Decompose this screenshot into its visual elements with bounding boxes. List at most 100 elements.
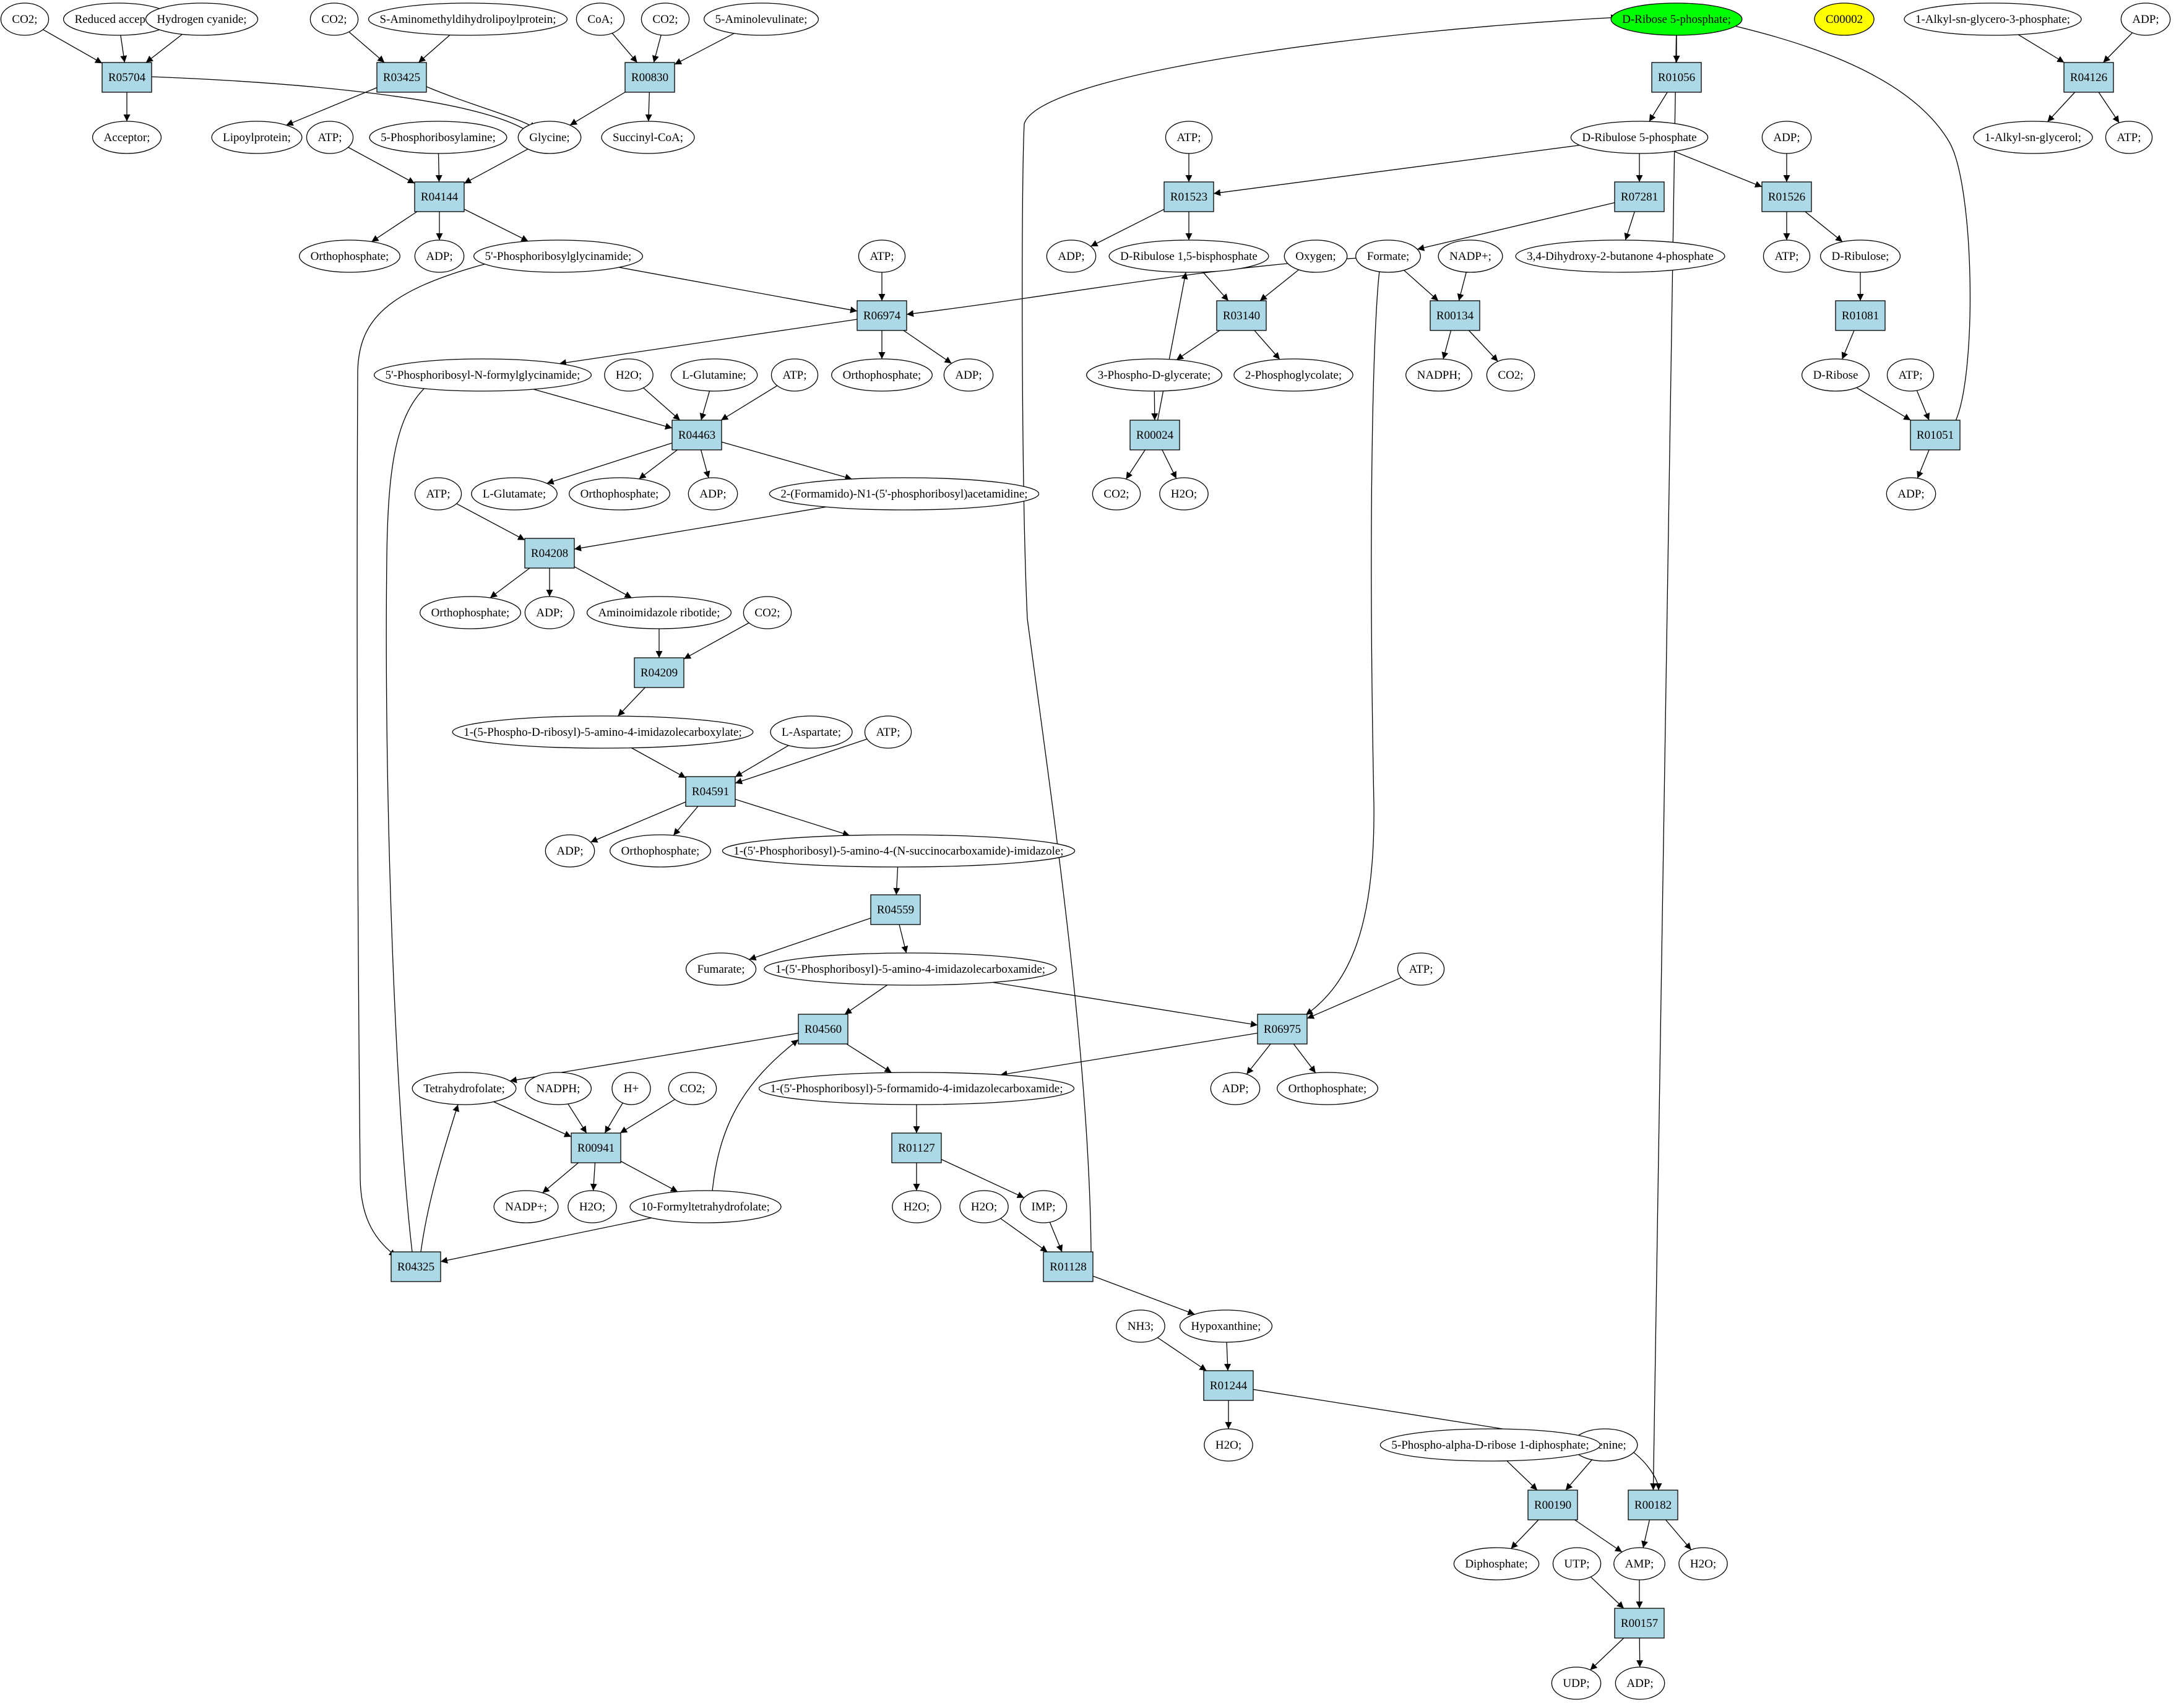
metabolite-ellipse[interactable]	[1551, 1666, 1602, 1700]
metabolite-ellipse[interactable]	[569, 477, 670, 511]
metabolite-node[interactable]: ATP;	[1397, 952, 1445, 986]
metabolite-ellipse[interactable]	[1092, 477, 1141, 511]
metabolite-node[interactable]: ADP;	[2120, 2, 2171, 36]
reaction-node[interactable]: R06974	[857, 300, 907, 331]
metabolite-node[interactable]: ADP;	[688, 477, 738, 511]
metabolite-node[interactable]: Tetrahydrofolate;	[412, 1072, 517, 1105]
metabolite-ellipse[interactable]	[414, 477, 462, 511]
metabolite-ellipse[interactable]	[412, 1072, 517, 1105]
metabolite-ellipse[interactable]	[306, 121, 354, 154]
reaction-node[interactable]: R00134	[1430, 300, 1480, 331]
reaction-node[interactable]: R04559	[870, 894, 921, 925]
metabolite-node[interactable]: ATP;	[306, 121, 354, 154]
metabolite-node[interactable]: NADP+;	[1438, 239, 1503, 273]
metabolite-node[interactable]: Orthophosphate;	[569, 477, 670, 511]
metabolite-ellipse[interactable]	[1277, 1072, 1378, 1105]
metabolite-ellipse[interactable]	[1570, 121, 1709, 154]
reaction-box[interactable]	[391, 1251, 441, 1282]
reaction-node[interactable]: R00830	[624, 62, 675, 93]
metabolite-ellipse[interactable]	[373, 358, 592, 392]
metabolite-ellipse[interactable]	[368, 2, 568, 36]
metabolite-ellipse[interactable]	[1761, 121, 1812, 154]
metabolite-ellipse[interactable]	[524, 1072, 592, 1105]
metabolite-ellipse[interactable]	[517, 121, 582, 154]
metabolite-ellipse[interactable]	[611, 1072, 651, 1105]
metabolite-node[interactable]: L-Glutamine;	[670, 358, 758, 392]
metabolite-node[interactable]: H2O;	[1678, 1547, 1728, 1580]
metabolite-node[interactable]: Orthophosphate;	[831, 358, 933, 392]
metabolite-node[interactable]: Fumarate;	[685, 952, 757, 986]
metabolite-node[interactable]: S-Aminomethyldihydrolipoylprotein;	[368, 2, 568, 36]
reaction-box[interactable]	[414, 181, 465, 212]
metabolite-ellipse[interactable]	[858, 239, 906, 273]
metabolite-node[interactable]: L-Aspartate;	[770, 715, 853, 749]
reaction-box[interactable]	[524, 538, 575, 569]
metabolite-node[interactable]: Formate;	[1355, 239, 1421, 273]
metabolite-node[interactable]: CoA;	[576, 2, 625, 36]
metabolite-ellipse[interactable]	[601, 121, 695, 154]
metabolite-node[interactable]: 1-Alkyl-sn-glycerol;	[1973, 121, 2093, 154]
reaction-box[interactable]	[1163, 181, 1214, 212]
reaction-box[interactable]	[1527, 1490, 1578, 1520]
metabolite-node[interactable]: UDP;	[1551, 1666, 1602, 1700]
metabolite-node[interactable]: 1-(5'-Phosphoribosyl)-5-amino-4-(N-succi…	[722, 834, 1076, 868]
reaction-node[interactable]: R04463	[671, 420, 722, 451]
metabolite-node[interactable]: 1-(5'-Phosphoribosyl)-5-amino-4-imidazol…	[764, 952, 1057, 986]
reaction-box[interactable]	[1043, 1251, 1094, 1282]
reaction-box[interactable]	[1835, 300, 1886, 331]
metabolite-node[interactable]: L-Glutamate;	[471, 477, 558, 511]
metabolite-node[interactable]: ADP;	[545, 834, 595, 868]
metabolite-node[interactable]: Glycine;	[517, 121, 582, 154]
reaction-box[interactable]	[1628, 1490, 1678, 1520]
metabolite-ellipse[interactable]	[1019, 1190, 1068, 1223]
metabolite-node[interactable]: Hydrogen cyanide;	[145, 2, 259, 36]
metabolite-node[interactable]: CO2;	[743, 596, 792, 629]
metabolite-ellipse[interactable]	[641, 2, 690, 36]
metabolite-ellipse[interactable]	[685, 952, 757, 986]
reaction-node[interactable]: R03425	[376, 62, 427, 93]
reaction-node[interactable]: R01051	[1910, 420, 1961, 451]
metabolite-node[interactable]: H2O;	[1159, 477, 1209, 511]
metabolite-node[interactable]: H2O;	[959, 1190, 1009, 1223]
metabolite-ellipse[interactable]	[770, 715, 853, 749]
metabolite-ellipse[interactable]	[1204, 1428, 1253, 1462]
metabolite-node[interactable]: ATP;	[770, 358, 819, 392]
reaction-box[interactable]	[571, 1132, 621, 1163]
reaction-node[interactable]: R01081	[1835, 300, 1886, 331]
metabolite-node[interactable]: ADP;	[1046, 239, 1097, 273]
metabolite-ellipse[interactable]	[1886, 477, 1936, 511]
metabolite-ellipse[interactable]	[1763, 239, 1811, 273]
reaction-box[interactable]	[634, 657, 684, 688]
metabolite-ellipse[interactable]	[1552, 1547, 1602, 1580]
metabolite-ellipse[interactable]	[610, 834, 711, 868]
reaction-node[interactable]: R01244	[1203, 1370, 1254, 1401]
metabolite-node[interactable]: ATP;	[1165, 121, 1213, 154]
metabolite-node[interactable]: Oxygen;	[1284, 239, 1348, 273]
metabolite-node[interactable]: 3,4-Dihydroxy-2-butanone 4-phosphate	[1515, 239, 1725, 273]
metabolite-ellipse[interactable]	[414, 239, 465, 273]
metabolite-node[interactable]: UTP;	[1552, 1547, 1602, 1580]
reaction-box[interactable]	[891, 1132, 942, 1163]
metabolite-node[interactable]: 5-Aminolevulinate;	[703, 2, 819, 36]
metabolite-ellipse[interactable]	[545, 834, 595, 868]
metabolite-ellipse[interactable]	[493, 1190, 559, 1223]
metabolite-ellipse[interactable]	[1159, 477, 1209, 511]
metabolite-node[interactable]: ADP;	[524, 596, 575, 629]
metabolite-node[interactable]: 5-Phosphoribosylamine;	[369, 121, 507, 154]
metabolite-ellipse[interactable]	[831, 358, 933, 392]
metabolite-node[interactable]: ADP;	[1615, 1666, 1665, 1700]
metabolite-ellipse[interactable]	[586, 596, 732, 629]
reaction-box[interactable]	[857, 300, 907, 331]
metabolite-node[interactable]: Orthophosphate;	[299, 239, 400, 273]
reaction-box[interactable]	[671, 420, 722, 451]
metabolite-ellipse[interactable]	[1165, 121, 1213, 154]
reaction-node[interactable]: R00941	[571, 1132, 621, 1163]
reaction-box[interactable]	[1910, 420, 1961, 451]
metabolite-ellipse[interactable]	[1973, 121, 2093, 154]
metabolite-node[interactable]: H2O;	[892, 1190, 941, 1223]
metabolite-ellipse[interactable]	[1397, 952, 1445, 986]
metabolite-node[interactable]: AMP;	[1613, 1547, 1665, 1580]
reaction-node[interactable]: R00024	[1129, 420, 1180, 451]
reaction-node[interactable]: R07281	[1614, 181, 1665, 212]
metabolite-ellipse[interactable]	[1116, 1309, 1165, 1343]
